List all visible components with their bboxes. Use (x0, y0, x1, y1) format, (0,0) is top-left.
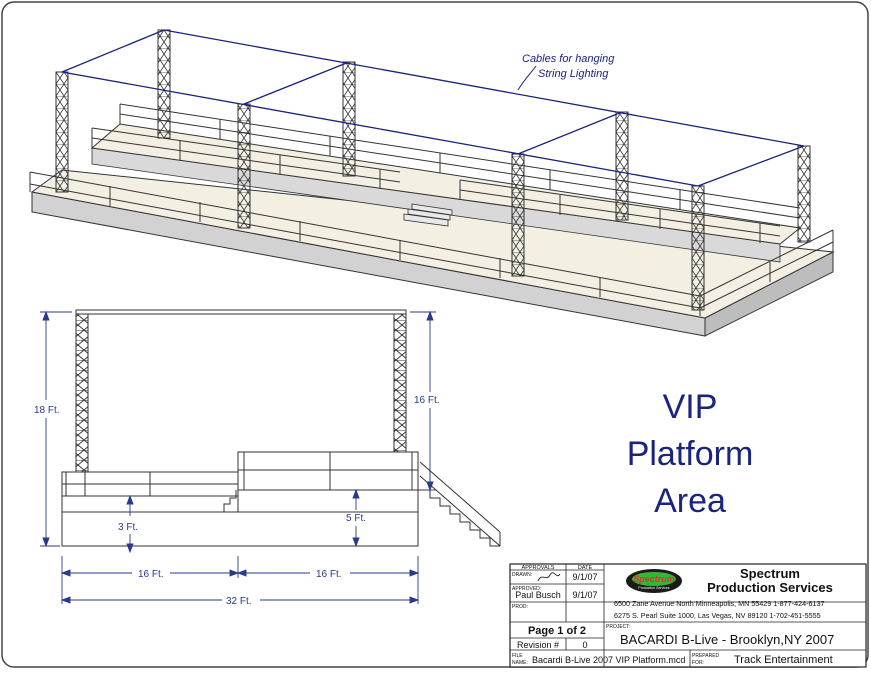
revision-value: 0 (582, 640, 587, 650)
annotation-line-2: String Lighting (538, 68, 609, 80)
drawn-signature (537, 572, 561, 582)
heading-line-3: Area (654, 482, 726, 520)
company-line-1: Spectrum (740, 566, 800, 581)
isometric-view: Cables for hanging String Lighting (29, 29, 835, 337)
heading: VIP Platform Area (627, 388, 754, 520)
side-stairs (418, 461, 501, 547)
prepared-for: Track Entertainment (734, 654, 833, 666)
dim-total-width-label: 32 Ft. (226, 596, 252, 607)
drawn-label: DRAWN: (512, 572, 532, 578)
truss-tower-2 (157, 29, 171, 139)
truss-tower-7 (691, 185, 705, 311)
address-2: 6275 S. Pearl Suite 1000, Las Vegas, NV … (614, 611, 821, 620)
truss-tower-8 (797, 145, 811, 243)
page-indicator: Page 1 of 2 (528, 625, 586, 637)
lighting-cables (61, 29, 805, 187)
approvals-header: APPROVALS (522, 565, 555, 571)
front-railing (29, 171, 834, 316)
dim-right-width-label: 16 Ft. (316, 569, 342, 580)
title-block: APPROVALS DATE DRAWN: 9/1/07 APPROVED: P… (509, 563, 867, 668)
project-name: BACARDI B-Live - Brooklyn,NY 2007 (620, 632, 834, 647)
logo-sub: Production Services (638, 586, 669, 590)
dim-left-width-label: 16 Ft. (138, 569, 164, 580)
elevation-base (61, 511, 419, 547)
spectrum-logo-swoosh (632, 572, 676, 586)
drawn-date: 9/1/07 (572, 572, 597, 582)
date-header: DATE (578, 565, 593, 571)
prod-label: PROD: (512, 604, 528, 610)
truss-tower-1 (55, 71, 69, 193)
file-name: Bacardi B-Live 2007 VIP Platform.mcd (532, 655, 685, 665)
dim-horizontal (60, 556, 420, 604)
approved-date: 9/1/07 (572, 590, 597, 600)
dim-18ft (40, 310, 72, 548)
truss-tower-3 (237, 103, 251, 229)
dim-3ft (126, 494, 134, 554)
inner-steps (223, 490, 237, 512)
right-truss-column (393, 311, 407, 453)
top-truss-beam (75, 309, 407, 315)
heading-line-2: Platform (627, 435, 754, 473)
dim-16ft-vertical-label: 16 Ft. (414, 395, 440, 406)
prepared-label-2: FOR: (692, 660, 704, 666)
revision-label: Revision # (517, 640, 559, 650)
address-1: 6500 Zane Avenue North Minneapolis, MN 5… (614, 599, 824, 608)
file-label-1: FILE (512, 653, 523, 659)
project-label: PROJECT: (606, 624, 630, 630)
company-line-2: Production Services (707, 580, 833, 595)
center-steps (403, 203, 453, 227)
prepared-label-1: PREPARED (692, 653, 720, 659)
dim-3ft-label: 3 Ft. (118, 522, 138, 533)
annotation-line-1: Cables for hanging (522, 53, 615, 65)
dim-18ft-label: 18 Ft. (34, 405, 60, 416)
truss-tower-5 (511, 153, 525, 277)
truss-tower-4 (342, 61, 356, 177)
logo-text: Spectrum (633, 574, 675, 584)
elevation-view: 18 Ft. 16 Ft. 3 Ft. 5 Ft. (34, 309, 501, 607)
approved-label: APPROVED: (512, 586, 541, 592)
low-deck-railing (61, 471, 239, 497)
dim-5ft (352, 488, 360, 548)
high-deck-face (237, 489, 419, 513)
approved-name: Paul Busch (515, 590, 561, 600)
annotation-leader (517, 65, 537, 91)
low-deck-face (61, 495, 239, 513)
truss-tower-6 (615, 111, 629, 221)
dim-16ft-vertical (410, 310, 436, 492)
left-truss-column (75, 311, 89, 473)
file-label-2: NAME: (512, 660, 528, 666)
high-deck-railing (237, 451, 419, 491)
dim-5ft-label: 5 Ft. (346, 513, 366, 524)
heading-line-1: VIP (663, 388, 718, 426)
